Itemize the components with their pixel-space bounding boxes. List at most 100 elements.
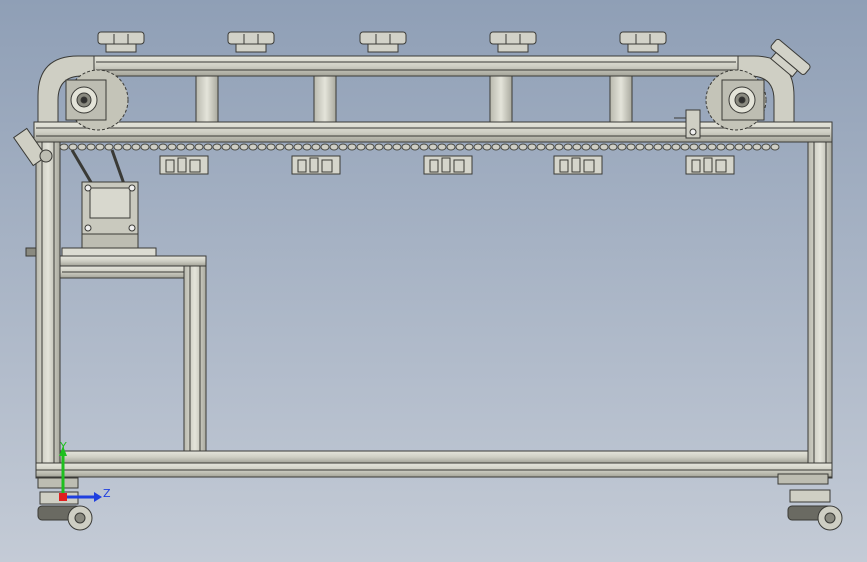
chain-link	[167, 143, 177, 151]
chain-link	[662, 143, 672, 151]
chain-link	[455, 143, 465, 151]
chain-link	[545, 143, 555, 151]
chain-link	[392, 143, 402, 151]
chain-link	[572, 143, 582, 151]
chain-link	[635, 143, 645, 151]
chain-link	[59, 143, 69, 151]
chain-link	[491, 143, 501, 151]
chain-link	[761, 143, 771, 151]
chain-link	[518, 143, 528, 151]
chain-link	[68, 143, 78, 151]
chain-link	[563, 143, 573, 151]
upper-return-beam	[93, 55, 739, 77]
top-fixture-5	[619, 31, 667, 53]
chain-link	[284, 143, 294, 151]
left-side-bracket	[12, 127, 53, 257]
bottom-beam-upper	[59, 450, 809, 464]
chain-link	[626, 143, 636, 151]
top-fixtures	[97, 31, 811, 78]
chain-link	[257, 143, 267, 151]
drive-motor	[61, 149, 157, 257]
hanging-fixture-4	[553, 155, 603, 175]
chain-link	[689, 143, 699, 151]
chain-link	[401, 143, 411, 151]
chain-link	[725, 143, 735, 151]
chain-link	[239, 143, 249, 151]
chain-link	[185, 143, 195, 151]
chain-link	[203, 143, 213, 151]
chain-link	[230, 143, 240, 151]
chain-link	[536, 143, 546, 151]
chain-link	[653, 143, 663, 151]
chain-link	[266, 143, 276, 151]
chain-link	[374, 143, 384, 151]
chain-link	[734, 143, 744, 151]
triad-z-arrowhead	[94, 492, 102, 502]
chain-link	[581, 143, 591, 151]
chain-link	[194, 143, 204, 151]
chain-link	[365, 143, 375, 151]
chain-link	[95, 143, 105, 151]
left-caster	[37, 477, 93, 531]
chain-link	[707, 143, 717, 151]
hanging-fixture-2	[291, 155, 341, 175]
chain-link	[140, 143, 150, 151]
chain-link	[500, 143, 510, 151]
chain-link	[608, 143, 618, 151]
chain-link	[473, 143, 483, 151]
hanging-fixture-1	[159, 155, 209, 175]
chain-link	[113, 143, 123, 151]
hanging-fixtures	[159, 155, 735, 175]
top-fixture-1	[97, 31, 145, 53]
top-fixture-tilted	[770, 38, 811, 78]
chain-link	[527, 143, 537, 151]
chain-link	[149, 143, 159, 151]
chain-link	[752, 143, 762, 151]
hanging-fixture-3	[423, 155, 473, 175]
conveyor-chain	[59, 143, 780, 151]
chain-link	[86, 143, 96, 151]
triad-x-origin	[59, 493, 67, 501]
chain-link	[212, 143, 222, 151]
top-fixture-3	[359, 31, 407, 53]
chain-link	[77, 143, 87, 151]
chain-link	[482, 143, 492, 151]
frame-legs	[35, 139, 833, 479]
chain-link	[347, 143, 357, 151]
chain-link	[383, 143, 393, 151]
chain-link	[743, 143, 753, 151]
coordinate-triad: Y Z	[59, 440, 111, 502]
chain-link	[329, 143, 339, 151]
left-leg-profile	[35, 139, 61, 479]
left-drive-sprocket	[65, 69, 129, 131]
chain-link	[644, 143, 654, 151]
chain-link	[446, 143, 456, 151]
chain-link	[554, 143, 564, 151]
triad-z-label: Z	[103, 487, 111, 500]
triad-y-arrowhead	[59, 446, 67, 456]
chain-link	[176, 143, 186, 151]
chain-link	[419, 143, 429, 151]
chain-link	[509, 143, 519, 151]
chain-link	[356, 143, 366, 151]
top-fixture-2	[227, 31, 275, 53]
top-rail-beam	[33, 121, 833, 143]
chain-link	[671, 143, 681, 151]
triad-y-label: Y	[59, 440, 67, 453]
upper-conveyor	[37, 55, 795, 123]
chain-link	[437, 143, 447, 151]
chain-link	[248, 143, 258, 151]
chain-link	[338, 143, 348, 151]
frame-beams	[33, 121, 833, 478]
chain-link	[770, 143, 780, 151]
chain-link	[320, 143, 330, 151]
motor-mount-plate	[61, 247, 157, 257]
right-caster	[777, 473, 843, 531]
chain-link	[716, 143, 726, 151]
chain-tensioner	[674, 109, 701, 139]
chain-link	[698, 143, 708, 151]
chain-link	[680, 143, 690, 151]
right-leg-profile	[807, 139, 833, 479]
